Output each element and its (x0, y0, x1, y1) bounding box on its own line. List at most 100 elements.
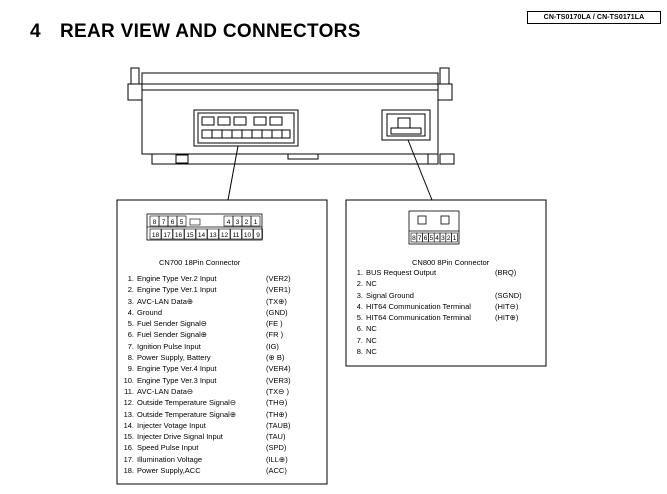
pin-function: AVC-LAN Data⊕ (137, 296, 194, 306)
cn700-pin-row: 12.Outside Temperature Signal⊖ (TH⊖) (121, 397, 321, 408)
pin-number: 7. (127, 341, 134, 351)
cn700-pin-6-label: 6 (171, 219, 175, 226)
cn800-pin-4-label: 4 (435, 235, 439, 242)
cn800-pin-8-label: 8 (412, 235, 416, 242)
cn700-pin-18-label: 18 (152, 232, 160, 239)
pin-number: 7. (356, 335, 363, 345)
pin-number: 3. (356, 290, 363, 300)
unit-rear-panel (127, 67, 455, 201)
pin-function: Ignition Pulse Input (137, 341, 201, 351)
cn700-pin-row: 4.Ground(GND) (121, 307, 321, 318)
pin-code: (SGND) (495, 290, 522, 300)
pin-code: (TAUB) (266, 420, 291, 430)
cn700-pin-row: 16.Speed Pulse Input(SPD) (121, 442, 321, 453)
pin-number: 12. (123, 398, 134, 408)
pin-number: 8. (356, 347, 363, 357)
cn700-box (116, 199, 328, 485)
section-number: 4 (30, 21, 41, 42)
pin-function: Signal Ground (366, 290, 414, 300)
cn800-pin-2-label: 2 (447, 235, 451, 242)
cn700-pin-17-label: 17 (163, 232, 171, 239)
pin-number: 11. (124, 386, 134, 396)
pin-code: (TX⊖ ) (266, 386, 289, 396)
cn700-pin-13-cell (207, 228, 219, 240)
cn700-pin-row: 5.Fuel Sender Signal⊖(FE ) (121, 318, 321, 329)
cn700-pin-16-label: 16 (175, 232, 183, 239)
cn800-pin-row: 4.HIT64 Communication Terminal (HIT⊖) (350, 301, 540, 312)
cn700-pin-8-label: 8 (153, 219, 157, 226)
cn700-pin-18-cell (149, 228, 162, 240)
pin-number: 4. (127, 307, 134, 317)
pin-number: 8. (127, 353, 134, 363)
pin-function: NC (366, 324, 377, 334)
pin-code: (HIT⊖) (495, 301, 519, 311)
pin-code: (FR ) (266, 330, 284, 340)
pin-code: (SPD) (266, 443, 287, 453)
pin-function: BUS Request Output (366, 268, 437, 277)
cn800-pin-5-label: 5 (429, 235, 433, 242)
cn700-pin-12-cell (218, 228, 231, 240)
model-tag: CN-TS0170LA / CN-TS0171LA (527, 11, 661, 24)
pin-function: Engine Type Ver.3 Input (137, 375, 217, 385)
cn700-pin-row: 10.Engine Type Ver.3 Input(VER3) (121, 375, 321, 386)
pin-number: 18. (123, 466, 134, 476)
pin-number: 2. (127, 285, 134, 295)
cn700-pin-row: 13.Outside Temperature Signal⊕(TH⊕) (121, 409, 321, 420)
cn700-pin-row: 2.Engine Type Ver.1 Input(VER1) (121, 284, 321, 295)
cn700-pin-9-cell (253, 228, 263, 240)
pin-function: Injecter Drive Signal Input (137, 432, 223, 442)
pin-number: 14. (123, 420, 134, 430)
cn700-pin-15-cell (184, 228, 196, 240)
cn700-pin-row: 9.Engine Type Ver.4 Input(VER4) (121, 363, 321, 374)
pin-number: 3. (127, 296, 134, 306)
pin-function: Outside Temperature Signal⊖ (137, 398, 237, 408)
cn700-pin-10-cell (241, 228, 254, 240)
pin-code: (TH⊖) (266, 398, 288, 408)
pin-function: Power Supply,ACC (137, 466, 201, 476)
cn800-pin-3-label: 3 (441, 235, 445, 242)
cn700-pin-7-label: 7 (162, 219, 166, 226)
pin-code: (TX⊕) (266, 296, 287, 306)
cn700-pin-13-label: 13 (209, 232, 217, 239)
pin-number: 5. (356, 313, 363, 323)
cn700-pin-row: 14.Injecter Votage Input(TAUB) (121, 420, 321, 431)
pin-number: 15. (123, 432, 134, 442)
pin-function: NC (366, 335, 377, 345)
cn800-pin-row: 1.BUS Request Output(BRQ) (350, 267, 540, 278)
cn700-pin-row: 1.Engine Type Ver.2 Input(VER2) (121, 273, 321, 284)
cn700-pin-row: 17.Illumination Voltage(ILL⊕) (121, 454, 321, 465)
pin-code: (ACC) (266, 466, 287, 476)
pin-code: (VER3) (266, 375, 291, 385)
cn700-pin-16-cell (172, 228, 185, 240)
pin-number: 6. (127, 330, 134, 340)
cn700-pin-list: 1.Engine Type Ver.2 Input(VER2)2.Engine … (121, 273, 321, 476)
pin-code: (FE ) (266, 319, 283, 329)
pin-number: 13. (123, 409, 134, 419)
pin-code: (VER1) (266, 285, 291, 295)
pin-number: 4. (356, 301, 363, 311)
cn700-pin-14-label: 14 (198, 232, 206, 239)
pin-code: (TH⊕) (266, 409, 288, 419)
page-title: 4 REAR VIEW AND CONNECTORS (30, 21, 361, 43)
cn700-pin-10-label: 10 (244, 232, 252, 239)
cn700-pin-1-cell (250, 215, 261, 227)
cn700-pin-15-label: 15 (186, 232, 194, 239)
pin-function: HIT64 Communication Terminal (366, 301, 471, 311)
cn700-pin-2-label: 2 (245, 219, 249, 226)
pin-code: (⊕ B) (266, 353, 285, 363)
pin-code: (ILL⊕) (266, 454, 288, 464)
cn700-pin-17-cell (161, 228, 173, 240)
section-title: REAR VIEW AND CONNECTORS (60, 21, 361, 42)
cn700-pin-row: 15.Injecter Drive Signal Input(TAU) (121, 431, 321, 442)
cn700-pin-row: 8.Power Supply, Battery(⊕ B) (121, 352, 321, 363)
cn800-pin-diagram (408, 210, 460, 245)
cn700-pin-5-label: 5 (180, 219, 184, 226)
cn700-pin-row: 11.AVC-LAN Data⊖(TX⊖ ) (121, 386, 321, 397)
cn800-pin-row: 2.NC (350, 278, 540, 289)
cn700-pin-12-label: 12 (221, 232, 229, 239)
cn800-pin-7-label: 7 (418, 235, 422, 242)
cn700-pin-11-cell (230, 228, 242, 240)
